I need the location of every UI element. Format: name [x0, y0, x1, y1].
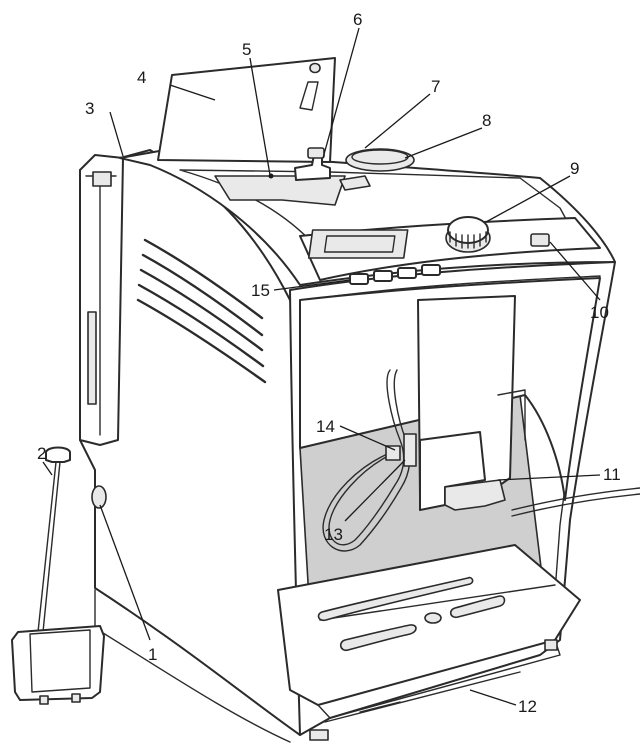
open-lid	[157, 57, 336, 163]
leader-lines	[42, 27, 601, 706]
callout-11: 11	[603, 465, 621, 484]
display	[307, 229, 409, 259]
callout-12: 12	[518, 697, 537, 716]
side-vents	[136, 238, 267, 384]
drip-tray-float	[424, 612, 442, 624]
callout-15: 15	[251, 281, 270, 300]
callout-13: 13	[324, 525, 343, 544]
tank-window	[87, 311, 97, 405]
water-tank	[79, 154, 124, 446]
side-screw	[91, 485, 107, 509]
rotary-knob[interactable]	[445, 216, 491, 253]
machine-body	[11, 57, 640, 743]
button-3[interactable]	[397, 267, 417, 279]
callout-7: 7	[431, 77, 440, 96]
button-2[interactable]	[373, 270, 393, 282]
callout-9: 9	[570, 159, 579, 178]
callout-3: 3	[85, 99, 94, 118]
button-4[interactable]	[421, 264, 441, 276]
tube-holder	[403, 433, 417, 467]
tube-clip	[385, 445, 401, 461]
callout-6: 6	[353, 10, 362, 29]
bean-chute	[339, 175, 371, 191]
drip-tray-grille	[317, 576, 474, 622]
callout-2: 2	[37, 444, 46, 463]
milk-tube	[328, 369, 405, 546]
callout-10: 10	[590, 303, 609, 322]
bean-compartment	[214, 175, 346, 206]
callout-labels: 1 2 3 4 5 6 7 8 9 10 11 12 13 14 15	[37, 10, 621, 716]
machine-foot-left	[309, 729, 329, 741]
callout-1: 1	[148, 645, 157, 664]
water-filter-cartridge	[11, 446, 105, 705]
callout-5: 5	[242, 40, 251, 59]
callout-4: 4	[137, 68, 146, 87]
callout-8: 8	[482, 111, 491, 130]
reservoir-filter	[294, 154, 331, 181]
tank-lid-clip	[92, 171, 112, 187]
power-switch[interactable]	[530, 233, 550, 247]
button-1[interactable]	[349, 273, 369, 285]
machine-foot-right	[544, 639, 558, 651]
callout-14: 14	[316, 417, 335, 436]
bean-hopper	[345, 148, 415, 172]
button-row	[349, 264, 441, 285]
